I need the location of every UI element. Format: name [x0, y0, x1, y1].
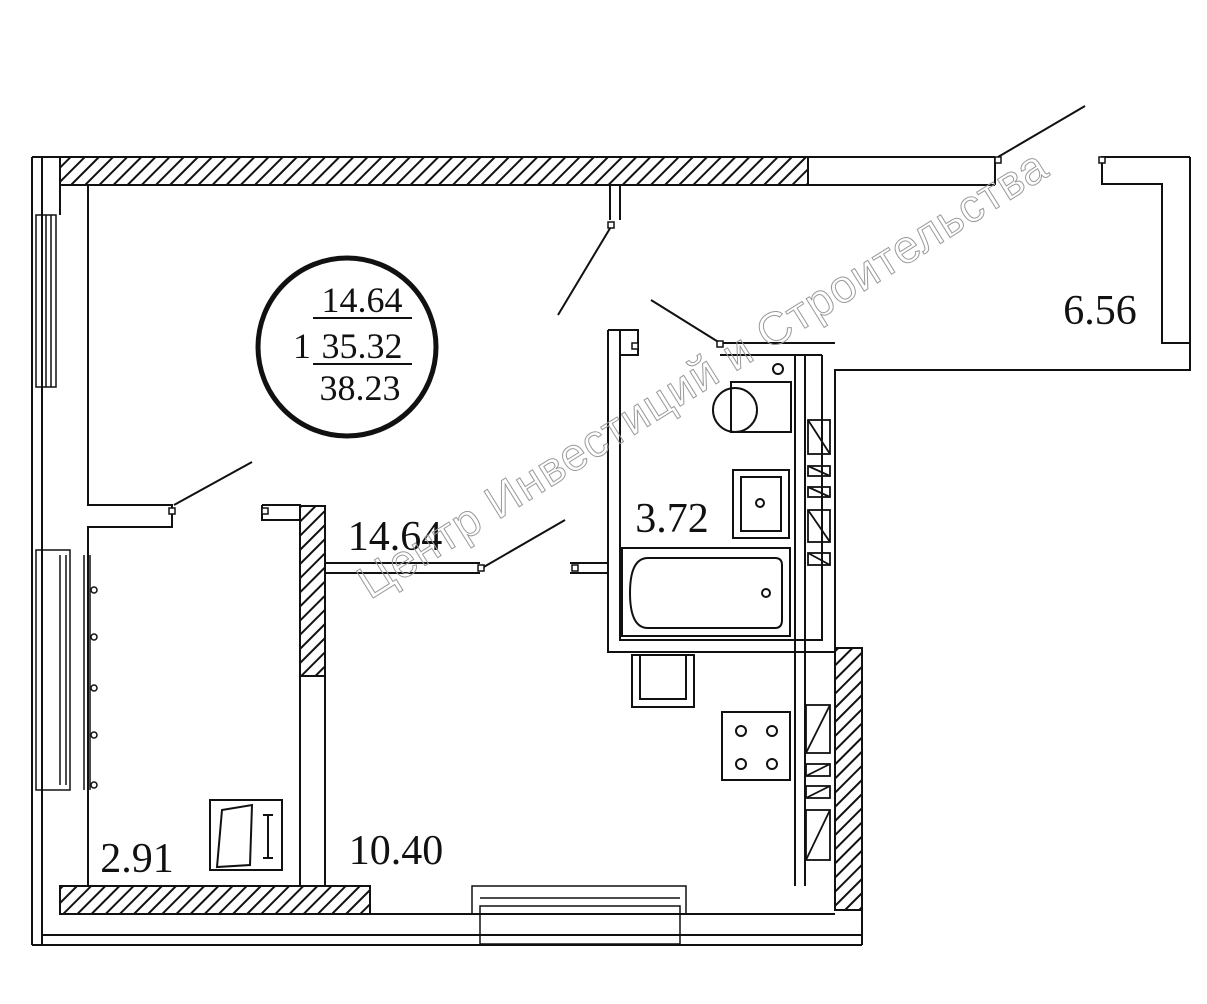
sink-icon — [732, 469, 790, 539]
summary-room-count: 1 — [293, 326, 311, 366]
toilet-icon — [712, 387, 758, 433]
summary-total-area: 35.32 — [322, 326, 403, 366]
outer-walls — [31, 156, 1191, 946]
door-hinges — [168, 156, 1106, 572]
stove-icon — [721, 711, 791, 781]
balcony-unit-icon — [209, 799, 283, 871]
summary-total-with-balcony: 38.23 — [320, 368, 401, 408]
balcony-radiator — [83, 555, 98, 790]
room-area-balcony: 2.91 — [100, 836, 174, 882]
bathtub-icon — [621, 547, 791, 637]
vent-units — [805, 419, 831, 861]
room-area-kitchen: 10.40 — [349, 828, 444, 874]
left-windows — [35, 214, 71, 791]
hatched-walls — [59, 156, 863, 915]
room-area-bathroom: 3.72 — [635, 496, 709, 542]
summary-living-area: 14.64 — [322, 280, 403, 320]
room-area-hallway-top: 6.56 — [1063, 288, 1137, 334]
room-area-living-room: 14.64 — [348, 514, 443, 560]
bathroom-fixtures — [621, 363, 792, 708]
door-swings — [173, 105, 1086, 569]
area-summary-badge: 14.64 1 35.32 38.23 — [255, 255, 439, 439]
bottom-window — [471, 885, 687, 945]
